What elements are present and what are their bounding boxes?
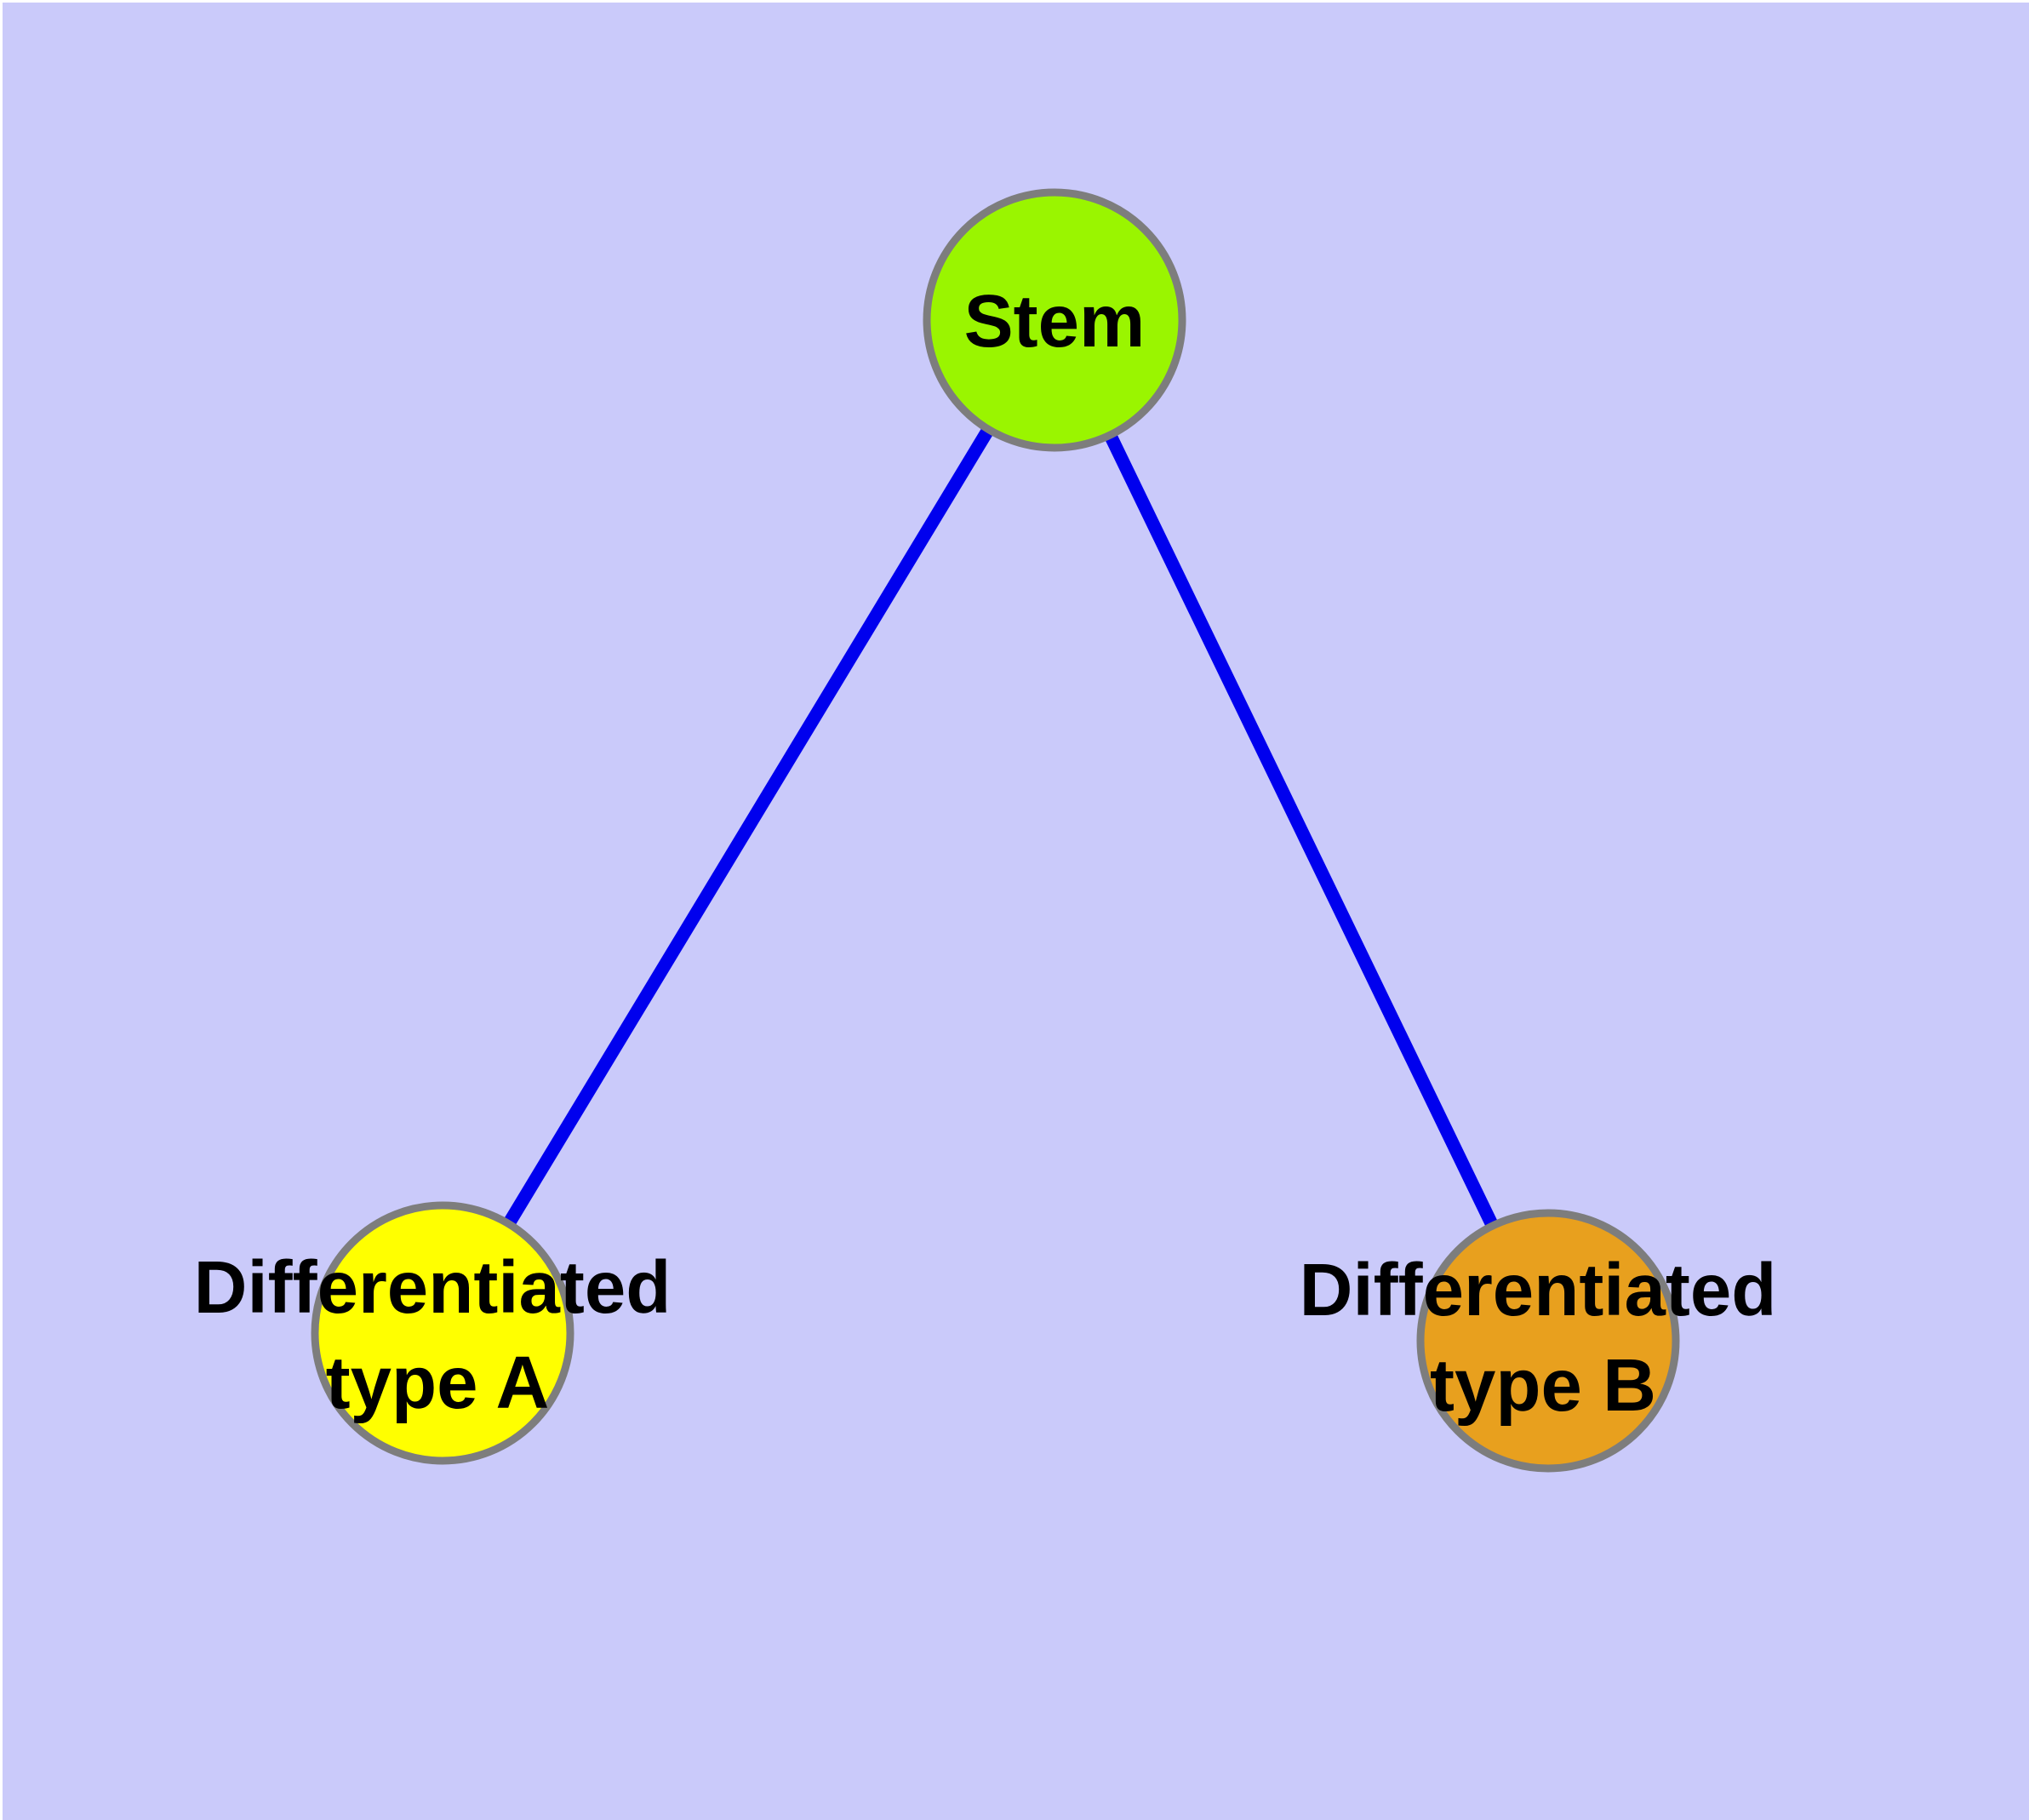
node-type-a-label-line1: Differentiated	[194, 1246, 672, 1329]
node-type-a-circle	[311, 1201, 574, 1465]
node-type-b-circle	[1416, 1209, 1680, 1473]
edge-stem-to-type-b	[1049, 317, 1554, 1344]
edge-stem-to-type-a	[437, 316, 1060, 1337]
node-stem-circle	[923, 188, 1186, 452]
graph-svg: Stem Differentiated type A Differentiate…	[194, 188, 1777, 1473]
node-type-b-label-line2: type B	[1430, 1344, 1656, 1427]
node-type-b-label-line1: Differentiated	[1300, 1249, 1777, 1331]
node-type-a-label-line2: type A	[326, 1342, 550, 1424]
node-stem-label: Stem	[964, 280, 1146, 363]
